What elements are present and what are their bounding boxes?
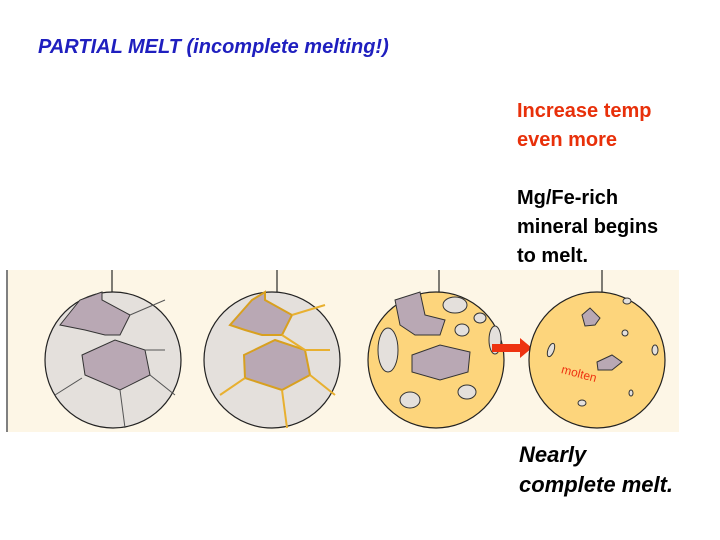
stage-3-partial-melt (367, 291, 505, 429)
result-line-1: Nearly (519, 442, 587, 467)
mineral-text: Mg/Fe-rich mineral begins to melt. (517, 184, 658, 271)
stage-4-nearly-complete-melt: molten (528, 291, 666, 429)
mineral-line-1: Mg/Fe-rich (517, 187, 619, 209)
increase-line-2: even more (517, 129, 618, 151)
stage-2-initial-melt (203, 290, 341, 429)
increase-temp-text: Increase temp even more (517, 97, 652, 155)
result-text: Nearly complete melt. (519, 440, 673, 500)
stage-1-solid-rock (44, 291, 182, 429)
arrow-icon (492, 338, 532, 358)
mineral-line-2: mineral begins (517, 216, 659, 238)
result-line-2: complete melt. (519, 472, 674, 497)
slide-title: PARTIAL MELT (incomplete melting!) (38, 36, 389, 58)
mineral-line-3: to melt. (517, 245, 589, 267)
increase-line-1: Increase temp (517, 100, 652, 122)
